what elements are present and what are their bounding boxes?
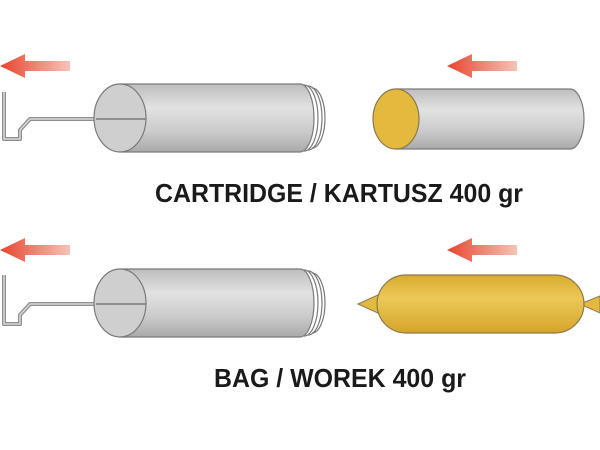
left-arrow-icon bbox=[0, 54, 70, 78]
cartridge-label: CARTRIDGE / KARTUSZ 400 gr bbox=[155, 178, 523, 208]
bag-label: BAG / WOREK 400 gr bbox=[214, 363, 466, 393]
sealant-face bbox=[372, 88, 420, 150]
cartridge-tube bbox=[93, 268, 326, 338]
left-arrow-icon bbox=[447, 238, 517, 262]
cartridge-tube bbox=[93, 83, 326, 153]
left-arrow-icon bbox=[0, 238, 70, 262]
bag-clip-right bbox=[578, 295, 600, 314]
left-arrow-icon bbox=[447, 54, 517, 78]
cartridge-row: CARTRIDGE / KARTUSZ 400 gr bbox=[0, 54, 585, 208]
sausage-bag bbox=[356, 274, 600, 334]
sealant-cartridge bbox=[372, 88, 585, 150]
bag-row: BAG / WOREK 400 gr bbox=[0, 238, 600, 393]
